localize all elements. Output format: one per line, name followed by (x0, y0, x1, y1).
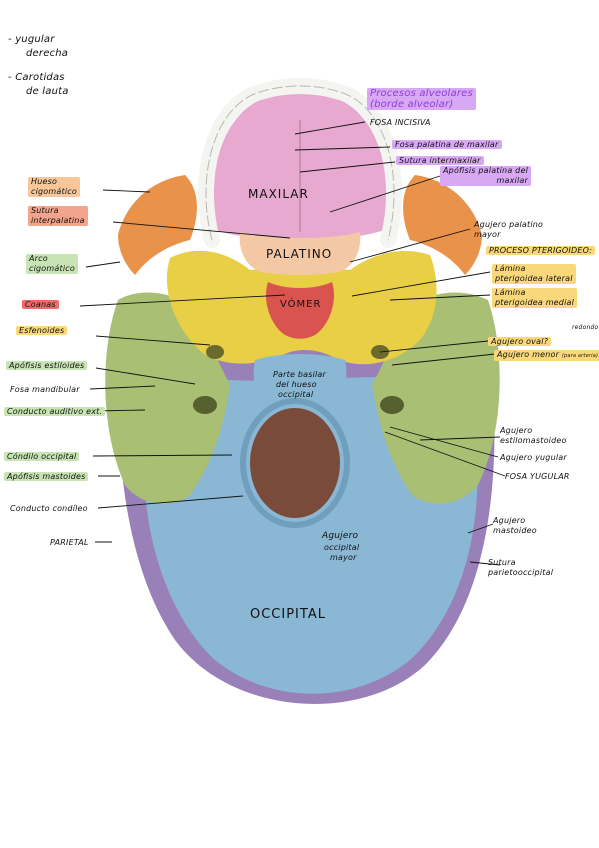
label-redondo-note: redondo (572, 324, 599, 331)
sutura-line1: Sutura (31, 206, 59, 215)
label-apofisis-estiloides: Apófisis estiloides (6, 361, 88, 370)
palatine-region (239, 232, 361, 275)
procesos-line1: Procesos alveolares (370, 88, 473, 99)
label-apofisis-mastoides: Apófisis mastoides (4, 472, 89, 481)
arco-line1: Arco (29, 254, 48, 263)
note-yugular: - yugular (8, 34, 55, 45)
label-fosa-palatina: Fosa palatina de maxilar (392, 140, 502, 149)
label-proceso-pterigoideo: PROCESO PTERIGOIDEO: (486, 246, 596, 255)
label-agujero-yugular: Agujero yugular (500, 453, 567, 462)
label-sutura-intermaxilar: Sutura intermaxilar (396, 156, 484, 165)
jugular-foramen-left (193, 396, 217, 414)
note-de-lauta: de lauta (26, 86, 69, 97)
hueso-cigomatico-line1: Hueso (31, 177, 58, 186)
label-parietal: PARIETAL (50, 538, 89, 547)
label-fosa-incisiva: FOSA INCISIVA (370, 118, 431, 127)
label-parte-basilar-2: del hueso (276, 380, 317, 389)
apofisis-palatina-line2: maxilar (496, 176, 528, 185)
vomer-region (265, 282, 335, 339)
label-fosa-yugular: FOSA YUGULAR (505, 472, 570, 481)
agujero-estilo-line1: Agujero (500, 426, 533, 435)
apofisis-palatina-line1: Apófisis palatina del (443, 166, 528, 175)
label-occipital: OCCIPITAL (250, 607, 326, 622)
hueso-cigomatico-line2: cigomático (31, 187, 77, 196)
agujero-mastoideo-line2: mastoideo (493, 526, 537, 535)
procesos-line2: (borde alveolar) (370, 99, 454, 110)
lamina-medial-line1: Lámina (495, 288, 526, 297)
lamina-medial-line2: pterigoidea medial (495, 298, 575, 307)
sutura-parieto-line1: Sutura (488, 558, 516, 567)
arco-line2: cigomático (29, 264, 75, 273)
label-agujero-mayor-2: occipital (324, 543, 360, 552)
sutura-parieto-line2: parietooccipital (488, 568, 554, 577)
agujero-menor-note: (para arteria) (561, 353, 599, 359)
label-esfenoides: Esfenoides (16, 326, 68, 335)
label-palatino: PALATINO (266, 247, 333, 261)
teeth-outline (205, 85, 395, 241)
label-conducto-condileo: Conducto condíleo (10, 504, 88, 513)
label-agujero-menor: Agujero menor (para arteria) (494, 350, 599, 361)
label-coanas: Coanas (22, 300, 59, 309)
zygomatic-right-region (403, 175, 482, 275)
agujero-palatino-line1: Agujero palatino (474, 220, 544, 229)
foramen-ovale-left (206, 345, 224, 359)
note-derecha: derecha (26, 48, 69, 59)
note-yugular-text: yugular (15, 34, 55, 45)
agujero-estilo-line2: estilomastoideo (500, 436, 567, 445)
label-vomer: VÓMER (280, 299, 322, 310)
lamina-lateral-line1: Lámina (495, 264, 526, 273)
label-condilo-occipital: Cóndilo occipital (4, 452, 80, 461)
label-agujero-mayor-3: mayor (330, 553, 357, 562)
agujero-palatino-line2: mayor (474, 230, 501, 239)
foramen-magnum-rim (240, 398, 350, 528)
sutura-line2: interpalatina (31, 216, 85, 225)
label-agujero-mayor-1: Agujero (322, 531, 359, 541)
lamina-lateral-line2: pterigoidea lateral (495, 274, 573, 283)
foramen-magnum (250, 408, 340, 518)
label-maxilar: MAXILAR (248, 187, 309, 201)
note-carotidas: - Carotidas (8, 72, 65, 83)
label-fosa-mandibular: Fosa mandibular (10, 385, 80, 394)
label-parte-basilar-3: occipital (278, 390, 314, 399)
label-procesos-alveolares: Procesos alveolares(borde alveolar) (367, 88, 476, 110)
label-parte-basilar-1: Parte basilar (273, 370, 327, 379)
jugular-foramen-right (380, 396, 404, 414)
agujero-mastoideo-line1: Agujero (493, 516, 526, 525)
note-carotidas-text: Carotidas (15, 72, 65, 83)
label-conducto-auditivo: Conducto auditivo ext. (4, 407, 106, 416)
agujero-menor-text: Agujero menor (497, 350, 560, 359)
label-agujero-oval: Agujero oval? (488, 337, 552, 346)
zygomatic-left-region (118, 175, 197, 275)
